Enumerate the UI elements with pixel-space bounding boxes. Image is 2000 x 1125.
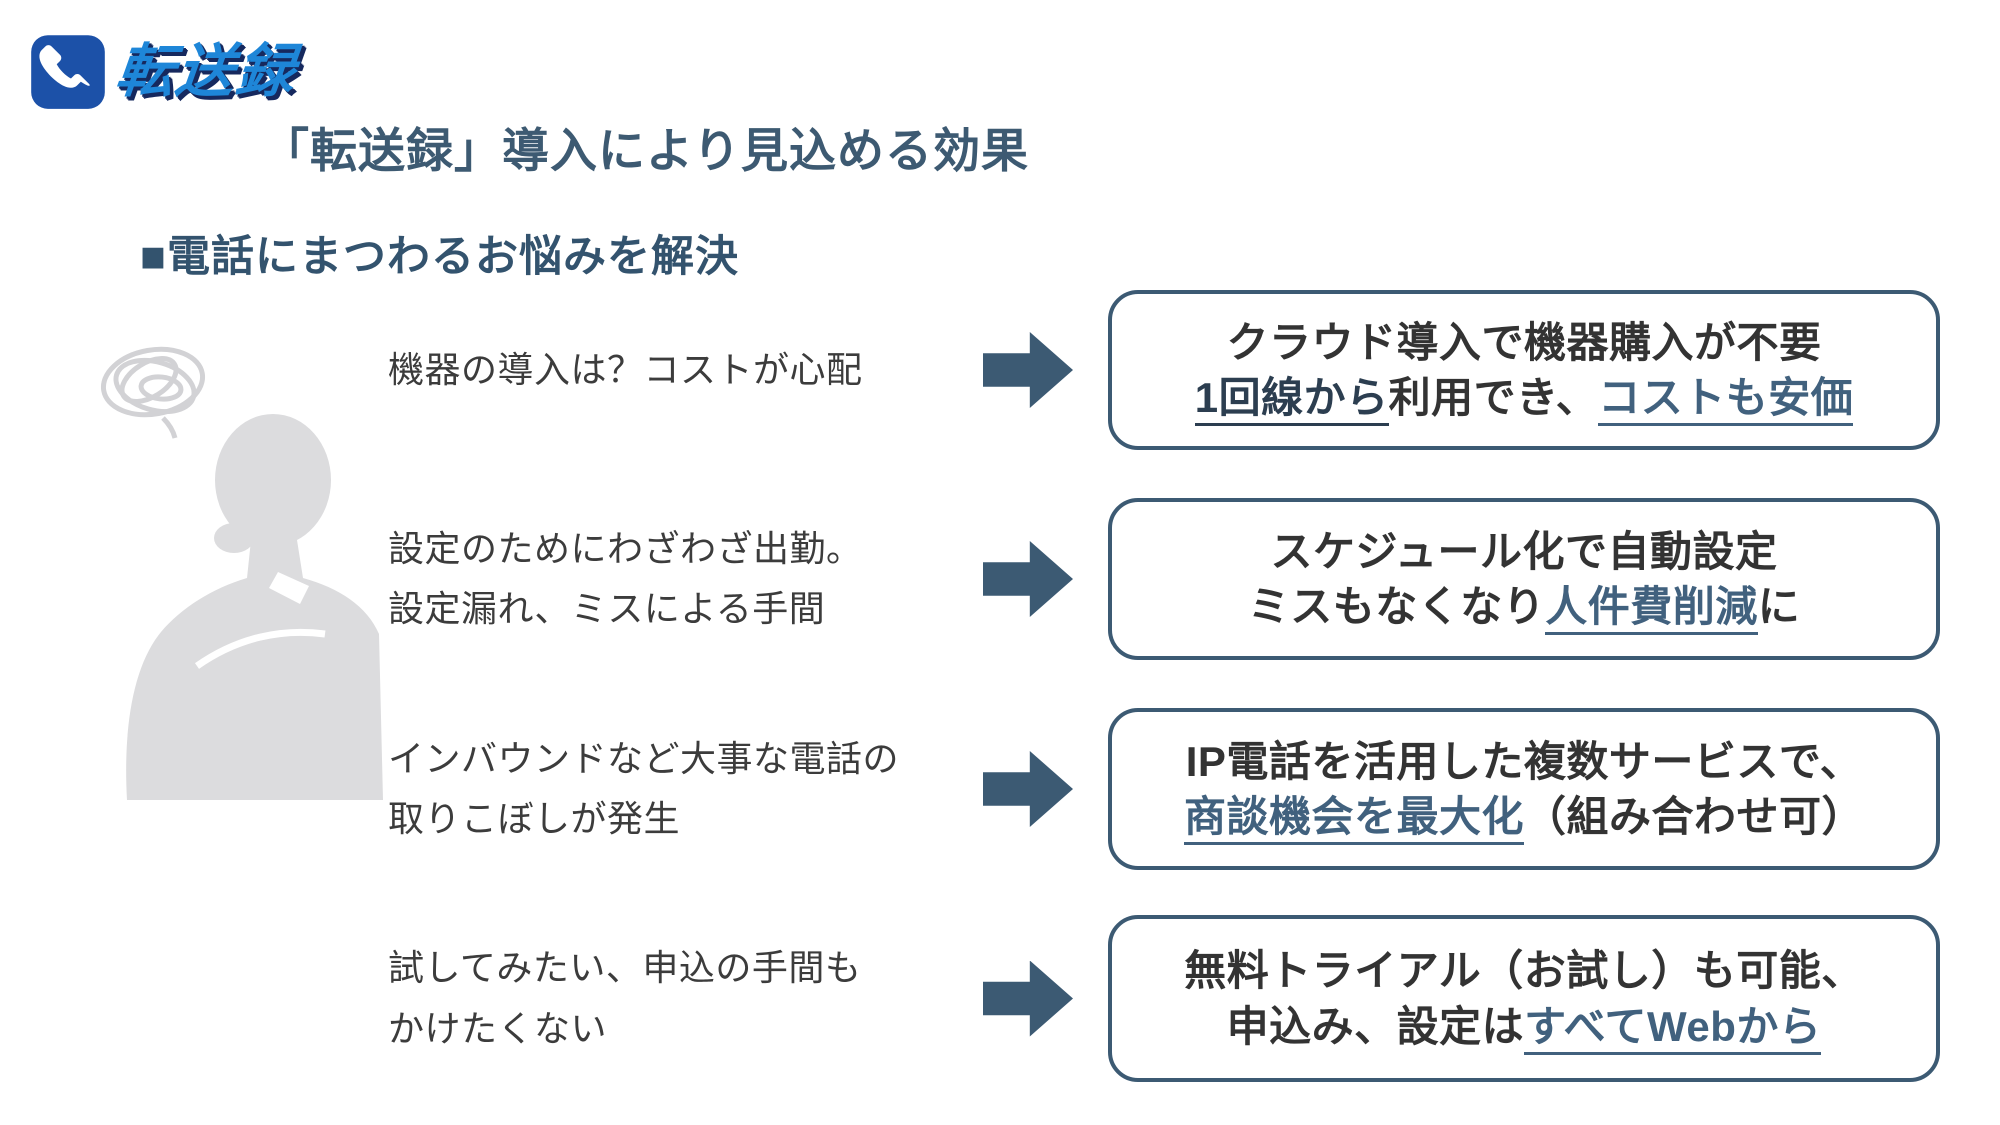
solution-text: 無料トライアル（お試し）も可能、	[1184, 947, 1864, 995]
emphasized-text: 1回線から	[1194, 374, 1389, 426]
problem-line: 試してみたい、申込の手間も	[388, 947, 862, 989]
section-heading: ■電話にまつわるお悩みを解決	[140, 233, 739, 281]
arrow-right-icon	[983, 332, 1073, 408]
benefit-row-3: インバウンドなど大事な電話の 取りこぼしが発生 IP電話を活用した複数サービスで…	[0, 708, 2000, 870]
problem-line: 設定のためにわざわざ出勤。	[388, 527, 863, 569]
problem-text-1: 機器の導入は？コストが心配	[388, 290, 978, 450]
solution-line: 申込み、設定はすべてWebから	[1226, 999, 1822, 1055]
problem-text-2: 設定のためにわざわざ出勤。 設定漏れ、ミスによる手間	[388, 498, 978, 660]
benefit-row-4: 試してみたい、申込の手間も かけたくない 無料トライアル（お試し）も可能、 申込…	[0, 915, 2000, 1082]
solution-box-2: スケジュール化で自動設定 ミスもなくなり人件費削減に	[1108, 498, 1940, 660]
solution-text: ミスもなくなり	[1247, 583, 1546, 630]
arrow-right-icon	[983, 751, 1073, 827]
arrow-right-icon	[983, 960, 1073, 1037]
problem-line: かけたくない	[388, 1007, 608, 1049]
solution-text: IP電話を活用した複数サービスで、	[1185, 737, 1863, 785]
solution-line: スケジュール化で自動設定	[1270, 524, 1777, 579]
solution-box-3: IP電話を活用した複数サービスで、 商談機会を最大化（組み合わせ可）	[1108, 708, 1940, 870]
solution-box-1: クラウド導入で機器購入が不要 1回線から利用でき、コストも安価	[1108, 290, 1940, 450]
solution-line: 無料トライアル（お試し）も可能、	[1184, 943, 1864, 998]
brand-name: 転送録	[112, 39, 300, 104]
thinking-businessman-illustration	[100, 346, 383, 800]
solution-line: IP電話を活用した複数サービスで、	[1186, 734, 1863, 789]
link-text[interactable]: 人件費削減	[1545, 583, 1758, 635]
benefit-row-1: 機器の導入は？コストが心配 クラウド導入で機器購入が不要 1回線から利用でき、コ…	[0, 290, 2000, 450]
phone-icon	[31, 35, 105, 109]
link-text[interactable]: コストも安価	[1598, 374, 1854, 426]
solution-line: クラウド導入で機器購入が不要	[1226, 315, 1821, 370]
arrow-right-icon	[983, 541, 1073, 617]
solution-line: 商談機会を最大化（組み合わせ可）	[1183, 789, 1865, 845]
link-text[interactable]: 商談機会を最大化	[1183, 793, 1524, 845]
brand-logo: 転送録	[30, 34, 300, 110]
problem-line: 取りこぼしが発生	[388, 798, 681, 839]
solution-line: ミスもなくなり人件費削減に	[1247, 579, 1801, 635]
problem-text-3: インバウンドなど大事な電話の 取りこぼしが発生	[388, 708, 978, 870]
page-title: 「転送録」導入により見込める効果	[262, 124, 1030, 177]
collar-and-tie	[194, 572, 326, 669]
solution-text: 利用でき、	[1388, 374, 1599, 421]
solution-text: 申込み、設定は	[1226, 1002, 1525, 1050]
benefit-row-2: 設定のためにわざわざ出勤。 設定漏れ、ミスによる手間 スケジュール化で自動設定 …	[0, 498, 2000, 660]
solution-text: （組み合わせ可）	[1524, 793, 1865, 840]
solution-text: に	[1757, 583, 1801, 630]
thought-scribble-icon	[100, 346, 206, 439]
solution-text: クラウド導入で機器購入が不要	[1226, 318, 1822, 366]
solution-box-4: 無料トライアル（お試し）も可能、 申込み、設定はすべてWebから	[1108, 915, 1940, 1082]
problem-line: インバウンドなど大事な電話の	[388, 737, 900, 779]
businessman-body	[126, 414, 383, 800]
solution-line: 1回線から利用でき、コストも安価	[1194, 370, 1854, 426]
problem-line: 機器の導入は？コストが心配	[388, 348, 863, 390]
solution-text: スケジュール化で自動設定	[1270, 527, 1778, 575]
link-text[interactable]: すべてWebから	[1524, 1002, 1822, 1055]
problem-line: 設定漏れ、ミスによる手間	[388, 588, 826, 629]
problem-text-4: 試してみたい、申込の手間も かけたくない	[388, 915, 978, 1082]
